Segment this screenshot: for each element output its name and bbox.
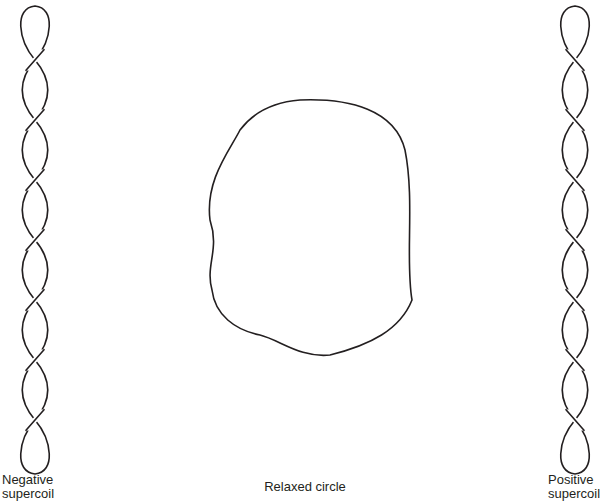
- crossing-strand: [566, 170, 584, 191]
- crossing-strand: [26, 230, 44, 251]
- positive-supercoil-figure: [561, 6, 590, 474]
- crossing-strand: [26, 410, 44, 431]
- crossing-strand: [26, 170, 44, 191]
- crossing-strand: [566, 50, 584, 71]
- negative-supercoil-figure: [21, 6, 50, 474]
- crossing-strand: [26, 110, 44, 131]
- figure-label: Negative supercoil: [2, 473, 74, 501]
- crossing-strand: [566, 410, 584, 431]
- crossing-strand: [566, 350, 584, 371]
- crossing-strand: [566, 290, 584, 311]
- crossing-strand: [26, 290, 44, 311]
- crossing-strand: [566, 110, 584, 131]
- crossing-strand: [26, 350, 44, 371]
- crossing-strand: [566, 230, 584, 251]
- relaxed-circle-figure: [209, 100, 412, 356]
- figure-label: Relaxed circle: [245, 480, 365, 494]
- figure-label: Positive supercoil: [548, 473, 610, 501]
- crossing-strand: [26, 50, 44, 71]
